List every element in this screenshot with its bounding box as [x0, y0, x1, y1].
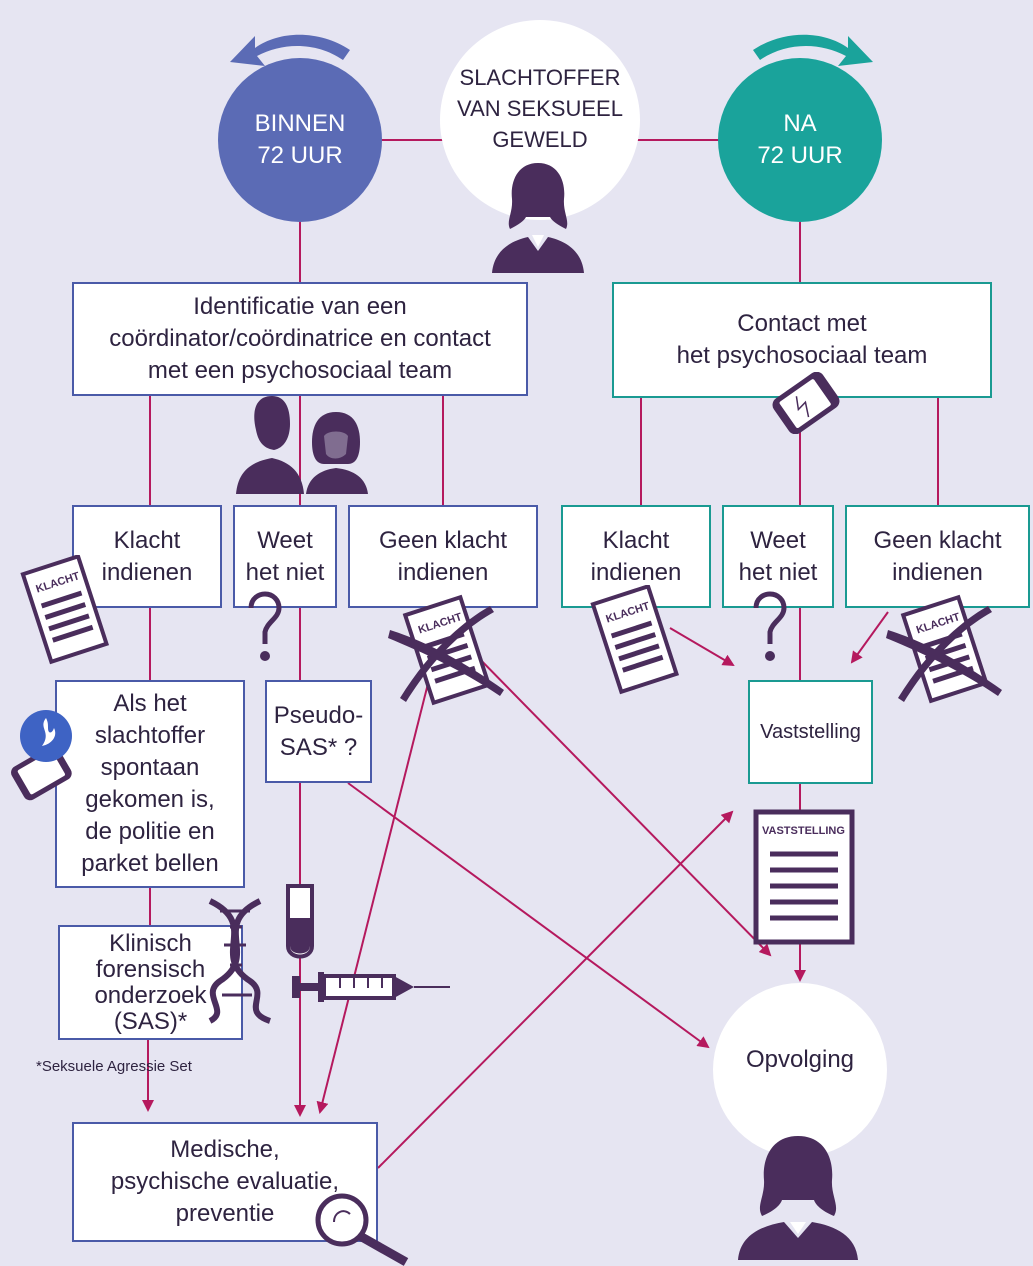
- right-top-box-text: Contact met het psychosociaal team: [676, 310, 928, 369]
- left-geen-box: Geen klacht indienen: [348, 505, 538, 608]
- phone-icon: [772, 372, 840, 434]
- left-circle: BINNEN 72 UUR: [218, 58, 382, 222]
- dna-icon: [208, 898, 272, 1024]
- question-mark-icon: [248, 591, 282, 661]
- left-geen-text: Geen klacht indienen: [378, 526, 508, 586]
- document-icon: KLACHT: [20, 555, 110, 665]
- document-icon: KLACHT: [590, 585, 680, 695]
- left-weet-text: Weet het niet: [245, 526, 325, 586]
- medische-text: Medische, psychische evaluatie, preventi…: [110, 1136, 340, 1227]
- syringe-icon: [292, 972, 450, 1002]
- pseudo-sas-text: Pseudo- SAS* ?: [273, 701, 364, 761]
- pseudo-sas-box: Pseudo- SAS* ?: [265, 680, 372, 783]
- right-klacht-box: Klacht indienen: [561, 505, 711, 608]
- politie-text: Als het slachtoffer spontaan gekomen is,…: [81, 690, 219, 877]
- left-top-box: Identificatie van een coördinator/coördi…: [72, 282, 528, 396]
- center-label: SLACHTOFFER VAN SEKSUEEL GEWELD: [457, 65, 623, 152]
- left-circle-label: BINNEN 72 UUR: [254, 110, 346, 169]
- left-klacht-text: Klacht indienen: [101, 526, 193, 586]
- document-icon: VASTSTELLING: [753, 809, 855, 945]
- klinisch-text: Klinisch forensisch onderzoek (SAS)*: [94, 929, 207, 1035]
- right-geen-text: Geen klacht indienen: [873, 526, 1002, 586]
- right-circle-label: NA 72 UUR: [757, 110, 843, 169]
- person-icon: [492, 163, 584, 273]
- right-top-box: Contact met het psychosociaal team: [612, 282, 992, 398]
- right-klacht-text: Klacht indienen: [590, 526, 682, 586]
- left-top-box-text: Identificatie van een coördinator/coördi…: [109, 293, 491, 384]
- politie-box: Als het slachtoffer spontaan gekomen is,…: [55, 680, 245, 888]
- vaststelling-text: Vaststelling: [760, 721, 861, 743]
- doc-label-vaststelling: VASTSTELLING: [762, 825, 845, 837]
- police-phone-icon: [11, 710, 72, 801]
- vaststelling-box: Vaststelling: [748, 680, 873, 784]
- left-weet-box: Weet het niet: [233, 505, 337, 608]
- question-mark-icon: [753, 591, 787, 661]
- left-klacht-box: Klacht indienen: [72, 505, 222, 608]
- document-icon: KLACHT: [388, 594, 504, 706]
- right-weet-box: Weet het niet: [722, 505, 834, 608]
- arrow-right-icon: [753, 34, 873, 66]
- person-icon: [738, 1136, 858, 1260]
- people-icon: [236, 396, 368, 494]
- opvolging-circle: Opvolging: [713, 983, 887, 1157]
- opvolging-label: Opvolging: [745, 1046, 855, 1073]
- test-tube-icon: [286, 884, 314, 959]
- document-icon: KLACHT: [886, 594, 1002, 704]
- magnifier-icon: [315, 1193, 409, 1266]
- arrow-left-icon: [230, 34, 350, 66]
- right-circle: NA 72 UUR: [718, 58, 882, 222]
- right-geen-box: Geen klacht indienen: [845, 505, 1030, 608]
- right-weet-text: Weet het niet: [738, 526, 818, 586]
- footnote: *Seksuele Agressie Set: [36, 1058, 192, 1075]
